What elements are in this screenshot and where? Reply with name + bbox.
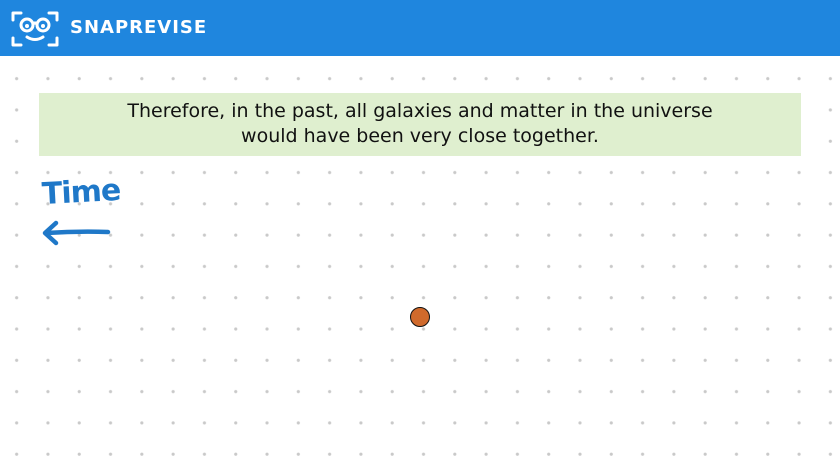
time-label: Time: [41, 172, 122, 212]
header-bar: SNAPREVISE: [0, 0, 840, 56]
brand-name: SNAPREVISE: [70, 17, 208, 38]
caption-line-1: Therefore, in the past, all galaxies and…: [127, 100, 713, 122]
caption-box: Therefore, in the past, all galaxies and…: [39, 93, 801, 156]
matter-point: [410, 307, 430, 327]
caption-line-2: would have been very close together.: [241, 125, 599, 147]
left-arrow-icon: [42, 220, 111, 246]
snaprevise-logo-icon: [11, 11, 59, 47]
